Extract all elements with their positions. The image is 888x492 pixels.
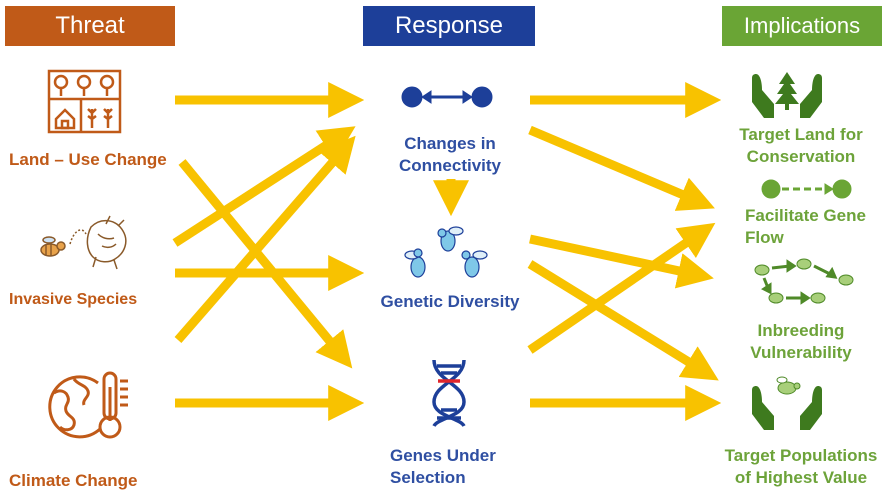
hands-bee-icon	[752, 376, 822, 430]
arrow-connectivity-to-geneflow	[528, 125, 715, 211]
threat-label-land-use: Land – Use Change	[9, 150, 167, 169]
impl-label-target-land-line2: Conservation	[746, 147, 856, 166]
hands-tree-icon	[752, 72, 822, 118]
response-label-connectivity-line1: Changes in	[404, 134, 496, 153]
arrow-land-to-genes	[178, 159, 353, 369]
threat-header: Threat	[5, 6, 175, 46]
threat-label-invasive-species: Invasive Species	[9, 291, 138, 308]
impl-label-inbreeding-line2: Vulnerability	[750, 343, 852, 362]
bee-and-predator-icon	[40, 215, 127, 270]
impl-label-inbreeding: Inbreeding Vulnerability	[726, 320, 876, 364]
impl-label-gene-flow-line2: Flow	[745, 228, 784, 247]
arrow-invasive-to-connectivity	[172, 126, 356, 247]
impl-label-target-land-line1: Target Land for	[739, 125, 863, 144]
impl-label-target-populations-line2: of Highest Value	[734, 468, 868, 487]
response-label-connectivity: Changes in Connectivity	[370, 133, 530, 177]
impl-label-inbreeding-line1: Inbreeding	[757, 321, 845, 340]
connectivity-dots-icon	[401, 86, 493, 108]
impl-label-target-populations: Target Populations of Highest Value	[720, 445, 882, 489]
dna-icon	[432, 359, 466, 428]
threat-header-label: Threat	[55, 12, 125, 39]
implications-header-label: Implications	[743, 13, 861, 38]
arrow-genes-to-geneflow	[527, 222, 716, 354]
bee-network-icon	[754, 258, 854, 305]
implications-header: Implications	[722, 6, 882, 46]
gene-flow-dots-icon	[761, 179, 852, 199]
response-label-genes-line1: Genes Under	[390, 446, 496, 465]
arrow-diversity-to-inbreeding	[529, 234, 714, 289]
threat-label-climate-change: Climate Change	[9, 471, 138, 490]
globe-thermometer-icon	[48, 371, 128, 439]
response-label-diversity-line1: Genetic Diversity	[380, 292, 520, 311]
impl-label-target-land: Target Land for Conservation	[726, 124, 876, 168]
impl-label-target-populations-line1: Target Populations	[724, 446, 878, 465]
response-label-connectivity-line2: Connectivity	[398, 156, 502, 175]
response-header-label: Response	[394, 12, 504, 39]
response-label-genes-selection: Genes Under Selection	[355, 445, 535, 489]
impl-label-gene-flow-line1: Facilitate Gene	[745, 206, 866, 225]
arrow-climate-to-connectivity	[174, 135, 356, 343]
land-grid-icon	[47, 69, 122, 134]
response-header: Response	[363, 6, 535, 46]
arrow-diversity-to-populations	[527, 260, 719, 381]
response-label-genes-line2: Selection	[390, 468, 466, 487]
response-label-genetic-diversity: Genetic Diversity	[360, 291, 540, 313]
impl-label-gene-flow: Facilitate Gene Flow	[745, 205, 875, 249]
bees-icon	[404, 226, 488, 278]
